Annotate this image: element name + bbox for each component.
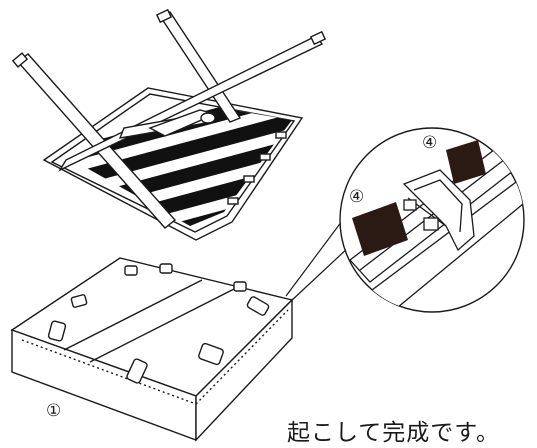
pad-back (446, 140, 486, 184)
step-number: ① (46, 401, 62, 421)
completion-caption: 起こして完成です。 (287, 420, 501, 446)
cushion-base (10, 257, 294, 442)
frame-notches (227, 131, 287, 205)
pad-front (352, 202, 408, 256)
strap-loops (47, 263, 270, 384)
frame-legs (11, 8, 327, 229)
zoom-callout (285, 127, 525, 313)
cushion-side (195, 298, 293, 442)
callout-number-left: ④ (349, 187, 365, 207)
callout-number-top: ④ (422, 133, 438, 153)
